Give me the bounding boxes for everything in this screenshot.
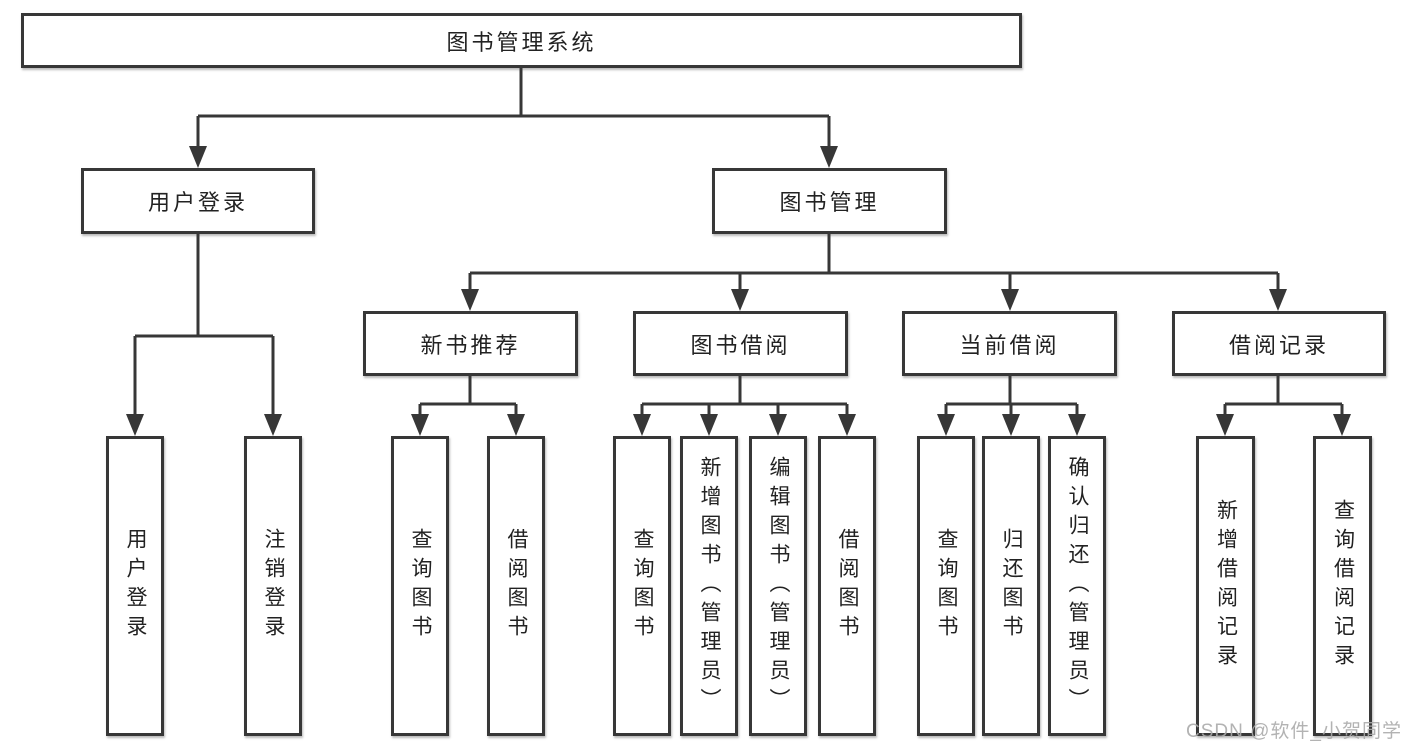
- arrowheads: [126, 146, 1351, 436]
- leaf-add-book-admin: 新增图书（管理员）: [680, 436, 738, 736]
- csdn-watermark: CSDN @软件_小贺同学: [1186, 721, 1402, 742]
- leaf-borrow-books-recommend: 借阅图书: [487, 436, 545, 736]
- node-book-borrow: 图书借阅: [633, 311, 848, 376]
- node-new-book-recommend-label: 新书推荐: [420, 332, 521, 358]
- leaf-add-book-admin-label: 新增图书（管理员）: [698, 455, 721, 717]
- node-new-book-recommend: 新书推荐: [363, 311, 578, 376]
- leaf-query-books-recommend-label: 查询图书: [409, 528, 432, 644]
- node-current-borrow: 当前借阅: [902, 311, 1117, 376]
- node-book-management-label: 图书管理: [779, 190, 880, 215]
- node-current-borrow-label: 当前借阅: [959, 332, 1060, 358]
- leaf-edit-book-admin: 编辑图书（管理员）: [749, 436, 807, 736]
- leaf-query-borrow-record: 查询借阅记录: [1313, 436, 1372, 736]
- leaf-query-borrow-record-label: 查询借阅记录: [1331, 499, 1355, 673]
- leaf-query-books-borrow-label: 查询图书: [631, 528, 654, 644]
- leaf-add-borrow-record: 新增借阅记录: [1196, 436, 1255, 736]
- node-library-system-label: 图书管理系统: [446, 29, 597, 55]
- leaf-edit-book-admin-label: 编辑图书（管理员）: [767, 455, 790, 717]
- leaf-query-books-current: 查询图书: [917, 436, 975, 736]
- leaf-query-books-borrow: 查询图书: [613, 436, 671, 736]
- node-borrow-records-label: 借阅记录: [1228, 332, 1329, 358]
- leaf-user-login-label: 用户登录: [124, 528, 147, 644]
- leaf-confirm-return-admin: 确认归还（管理员）: [1048, 436, 1106, 736]
- leaf-return-book: 归还图书: [982, 436, 1040, 736]
- leaf-return-book-label: 归还图书: [1000, 528, 1023, 644]
- node-library-system: 图书管理系统: [21, 13, 1022, 68]
- leaf-confirm-return-admin-label: 确认归还（管理员）: [1066, 455, 1089, 717]
- node-user-login-label: 用户登录: [147, 190, 248, 215]
- leaf-borrow-books-label: 借阅图书: [836, 528, 859, 644]
- node-user-login: 用户登录: [81, 168, 315, 234]
- connector-path: [133, 68, 1344, 414]
- leaf-query-books-recommend: 查询图书: [391, 436, 449, 736]
- leaf-add-borrow-record-label: 新增借阅记录: [1214, 499, 1238, 673]
- leaf-logout-label: 注销登录: [262, 528, 285, 644]
- node-book-management: 图书管理: [712, 168, 947, 234]
- leaf-user-login: 用户登录: [106, 436, 164, 736]
- leaf-logout: 注销登录: [244, 436, 302, 736]
- node-book-borrow-label: 图书借阅: [690, 332, 791, 358]
- leaf-borrow-books: 借阅图书: [818, 436, 876, 736]
- leaf-query-books-current-label: 查询图书: [935, 528, 958, 644]
- node-borrow-records: 借阅记录: [1172, 311, 1386, 376]
- leaf-borrow-books-recommend-label: 借阅图书: [505, 528, 528, 644]
